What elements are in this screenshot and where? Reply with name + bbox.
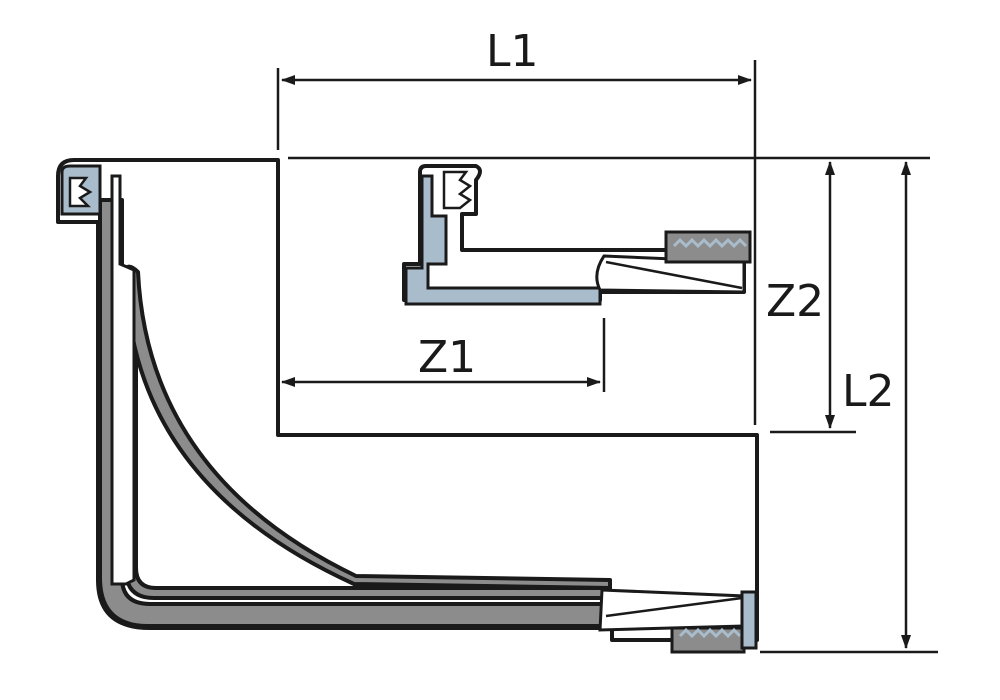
- bottom-nut-blue-cap: [740, 590, 758, 650]
- inset-socket-teeth: [442, 170, 473, 210]
- inset-wedge-line: [605, 260, 743, 290]
- label-l1: L1: [486, 26, 539, 77]
- label-z2: Z2: [766, 276, 824, 327]
- bottom-thread-teeth: [678, 627, 742, 639]
- spigot-taper-line: [605, 596, 743, 618]
- dimension-lines: [276, 60, 938, 654]
- elbow-fitting: [56, 158, 759, 654]
- inset-fitting: [402, 164, 752, 306]
- inset-seal-blue: [404, 174, 602, 306]
- l2-label-bg: [838, 362, 898, 410]
- inner-partition: [110, 174, 136, 586]
- inset-thread-teeth: [672, 237, 748, 249]
- elbow-outer-body: [56, 158, 759, 642]
- label-z1: Z1: [418, 332, 476, 383]
- label-l2: L2: [842, 366, 895, 417]
- top-seal-teeth: [68, 176, 93, 208]
- spigot-taper: [598, 588, 746, 632]
- curved-sweep: [124, 264, 612, 590]
- inset-threaded-collar: [664, 230, 752, 264]
